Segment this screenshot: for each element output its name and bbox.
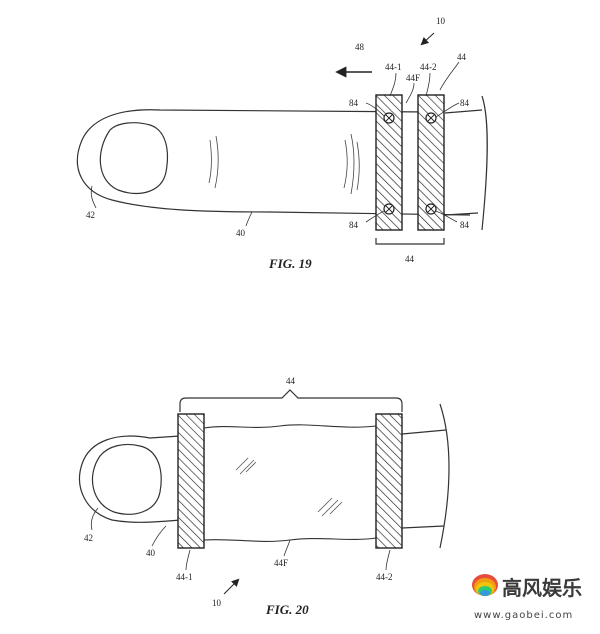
label-finger: 40 <box>236 228 246 238</box>
device-pointer <box>223 578 240 595</box>
figure-19-title: FIG. 19 <box>268 256 312 271</box>
label-arrow: 48 <box>355 42 365 52</box>
label-band-left: 44-1 <box>385 62 402 72</box>
finger-top-right <box>401 429 447 435</box>
label-nail: 42 <box>84 533 93 543</box>
finger-top-right <box>444 109 483 114</box>
label-finger: 40 <box>146 548 156 558</box>
glare-marks <box>235 457 343 517</box>
finger-end <box>439 403 450 549</box>
label-sensor-tr: 84 <box>460 98 470 108</box>
leader-lines <box>90 507 391 571</box>
skin-creases <box>208 133 360 195</box>
sensors <box>383 112 437 215</box>
band-bracket-top <box>179 389 403 412</box>
label-device: 10 <box>212 598 222 608</box>
band-44-2 <box>375 413 403 549</box>
label-band-right: 44-2 <box>420 62 437 72</box>
finger-bottom-right <box>401 525 445 529</box>
site-watermark: 高风娱乐 www.gaobei.com <box>472 574 582 621</box>
label-fingertip: 44F <box>406 73 420 83</box>
finger-outline <box>76 109 471 216</box>
device-pointer <box>420 32 435 46</box>
label-nail: 42 <box>86 210 95 220</box>
label-bracket: 44 <box>405 254 415 264</box>
label-band: 44 <box>457 52 467 62</box>
finger-outline <box>78 435 181 523</box>
label-band-left: 44-1 <box>176 572 193 582</box>
watermark-url: www.gaobei.com <box>474 610 573 621</box>
finger-end <box>481 95 488 231</box>
watermark-logo-text: 高风娱乐 <box>502 576 582 600</box>
leader-lines <box>90 61 460 227</box>
label-bracket: 44 <box>286 376 296 386</box>
finger-bottom-right <box>444 212 479 216</box>
fingernail <box>99 122 169 194</box>
label-membrane: 44F <box>274 558 288 568</box>
rainbow-logo-icon <box>472 574 498 596</box>
label-sensor-br: 84 <box>460 220 470 230</box>
membrane-44f <box>203 424 377 542</box>
band-bracket <box>375 238 445 245</box>
label-band-right: 44-2 <box>376 572 393 582</box>
figure-19: 10 48 44-1 44-2 44 44F 84 84 84 84 42 40… <box>76 16 488 271</box>
label-sensor-bl: 84 <box>349 220 359 230</box>
fingernail <box>91 443 162 515</box>
label-sensor-tl: 84 <box>349 98 359 108</box>
band-44-1 <box>177 413 205 549</box>
figure-20-title: FIG. 20 <box>265 602 309 617</box>
figure-20: 44 42 40 44-1 44F 44-2 10 FIG. 20 <box>78 376 450 617</box>
label-device: 10 <box>436 16 446 26</box>
